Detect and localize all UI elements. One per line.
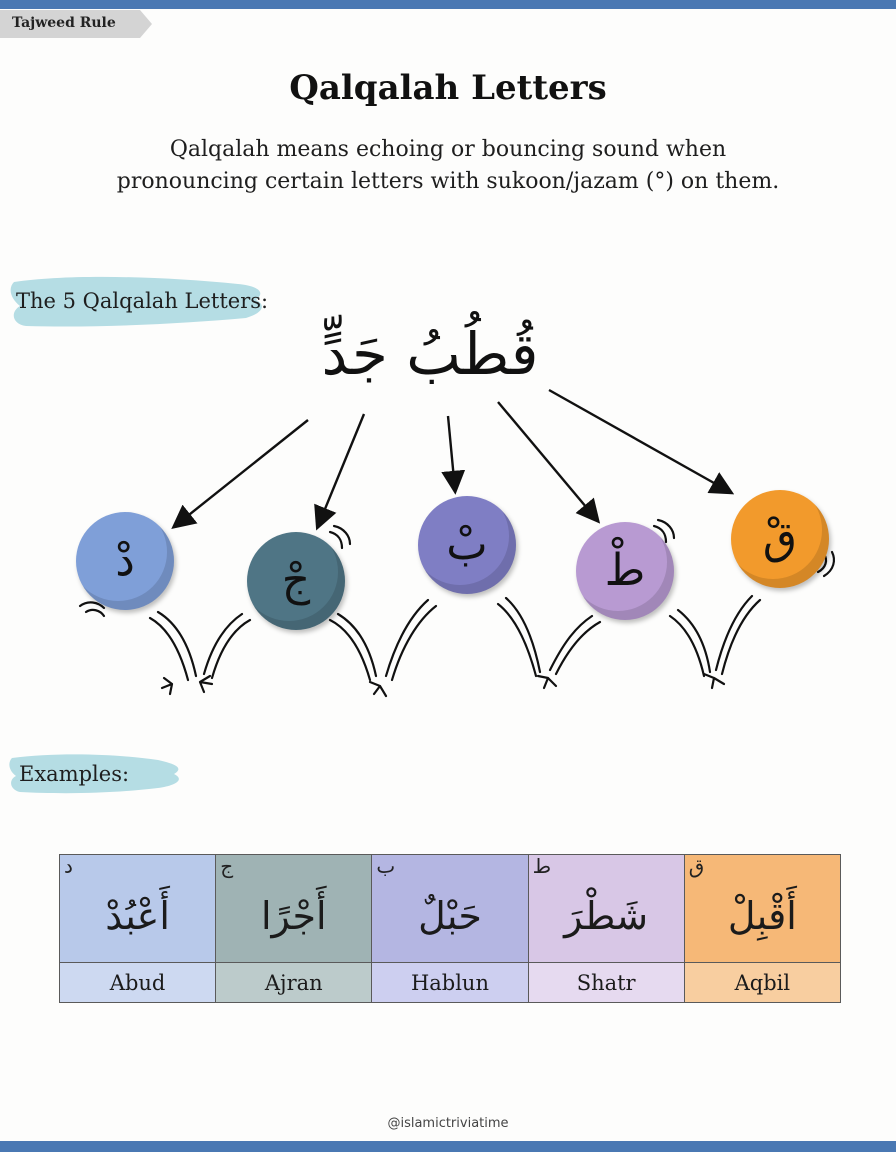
letter-ba-circle: بْ xyxy=(418,496,516,594)
letters-heading-label: The 5 Qalqalah Letters: xyxy=(16,289,269,313)
example-transliteration: Aqbil xyxy=(683,962,842,1003)
examples-heading: Examples: xyxy=(8,750,188,796)
example-transliteration: Hablun xyxy=(371,962,529,1003)
letter-jeem-circle: جْ xyxy=(247,532,345,630)
description-line-1: Qalqalah means echoing or bouncing sound… xyxy=(169,137,727,162)
example-arabic-word: أَجْرًا xyxy=(260,893,327,938)
brush-stroke-decoration xyxy=(10,276,262,327)
examples-translit-row: Abud Ajran Hablun Shatr Aqbil xyxy=(58,962,842,1003)
category-tag-label: Tajweed Rule xyxy=(12,15,116,31)
letter-ba: بْ xyxy=(446,519,488,570)
example-letter: ج xyxy=(220,854,234,878)
example-letter: ق xyxy=(688,854,705,878)
example-letter: د xyxy=(64,854,73,878)
example-cell: ط شَطْرَ xyxy=(527,854,685,963)
description: Qalqalah means echoing or bouncing sound… xyxy=(60,134,836,198)
examples-heading-label: Examples: xyxy=(19,762,130,786)
letters-heading: The 5 Qalqalah Letters: xyxy=(8,272,278,332)
example-cell: ق أَقْبِلْ xyxy=(683,854,842,963)
letter-qaf-circle: قْ xyxy=(731,490,829,588)
example-cell: د أَعْبُدْ xyxy=(58,854,217,963)
example-letter: ط xyxy=(532,854,552,878)
letter-dal: دْ xyxy=(115,535,135,586)
page-title: Qalqalah Letters xyxy=(289,68,607,108)
letter-dal-circle: دْ xyxy=(76,512,174,610)
bottom-accent-bar xyxy=(0,1141,896,1152)
examples-word-row: د أَعْبُدْ ج أَجْرًا ب حَبْلٌ ط شَطْرَ ق… xyxy=(58,854,842,963)
letter-ta: طْ xyxy=(604,545,646,596)
letter-jeem: جْ xyxy=(281,555,311,606)
example-transliteration: Ajran xyxy=(215,962,373,1003)
top-accent-bar xyxy=(0,0,896,9)
qalqalah-phrase: قُطُبُ جَدٍّ xyxy=(321,320,539,388)
example-transliteration: Abud xyxy=(58,962,217,1003)
examples-table: د أَعْبُدْ ج أَجْرًا ب حَبْلٌ ط شَطْرَ ق… xyxy=(58,854,842,1003)
example-transliteration: Shatr xyxy=(527,962,685,1003)
credit-handle: @islamictriviatime xyxy=(387,1116,509,1131)
category-tag: Tajweed Rule xyxy=(0,10,152,38)
brush-stroke-decoration xyxy=(9,754,179,794)
example-cell: ج أَجْرًا xyxy=(215,854,373,963)
description-line-2: pronouncing certain letters with sukoon/… xyxy=(116,169,780,194)
letter-qaf: قْ xyxy=(762,513,798,564)
example-cell: ب حَبْلٌ xyxy=(371,854,529,963)
example-arabic-word: حَبْلٌ xyxy=(418,893,482,938)
example-arabic-word: أَعْبُدْ xyxy=(105,893,170,938)
letter-ta-circle: طْ xyxy=(576,522,674,620)
example-letter: ب xyxy=(376,854,396,878)
example-arabic-word: شَطْرَ xyxy=(564,893,649,938)
example-arabic-word: أَقْبِلْ xyxy=(727,893,797,938)
arrows-and-bounce-lines xyxy=(78,388,835,698)
